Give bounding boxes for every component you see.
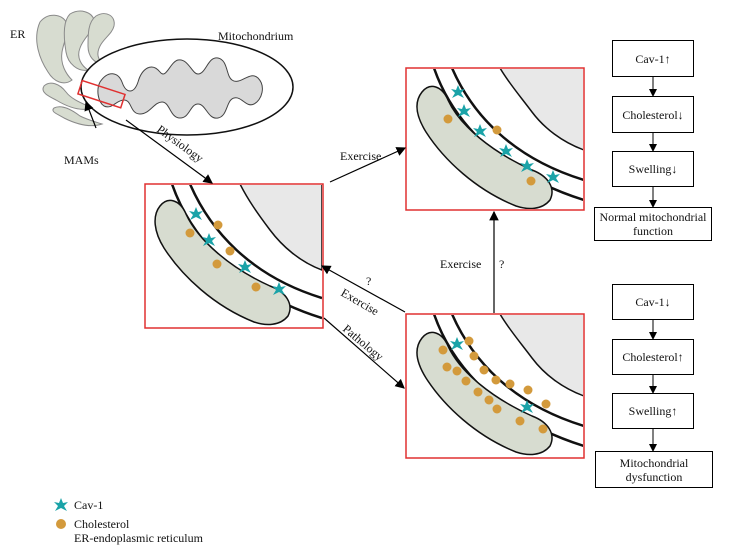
cav1-marker [238,260,252,273]
exercise-arrow-back [320,265,406,313]
cholesterol-dot [479,365,489,375]
panel-exercise [405,67,585,211]
cholesterol-dot [473,387,483,397]
cholesterol-dot [251,282,261,292]
exercise-vertical-q: ? [499,257,504,271]
cholesterol-dot [541,399,551,409]
flow-bottom-outcome: Mitochondrial dysfunction [595,451,713,488]
cav1-marker [272,282,286,295]
cholesterol-dot [461,376,471,386]
exercise-label-vertical: Exercise [440,257,481,271]
cav1-marker [499,144,513,157]
cholesterol-dot [505,379,515,389]
overview-illustration: ER Mitochondrium MAMs [10,10,294,167]
cholesterol-dot [443,114,453,124]
cholesterol-dot [212,259,222,269]
cholesterol-dot [442,362,452,372]
cholesterol-dot [526,176,536,186]
cholesterol-dot [515,416,525,426]
cholesterol-dot [438,345,448,355]
legend-cholesterol-symbol [56,519,66,529]
cav1-marker [450,337,464,350]
cav1-marker [202,233,216,246]
flow-bottom-cholesterol: Cholesterol↑ [612,339,694,375]
panel-pathology-markers [438,336,551,434]
cholesterol-dot [491,375,501,385]
er-cisternae [36,10,115,127]
pathology-arrow [323,317,405,389]
legend-cholesterol-label: Cholesterol [74,517,130,531]
connector-arrows [125,119,499,389]
panel-pathology [405,313,585,459]
cholesterol-dot [225,246,235,256]
flow-top-swelling: Swelling↓ [612,151,694,187]
legend-cav1-symbol [54,498,68,511]
cav1-marker [457,104,471,117]
exercise-q-label: ? [366,274,371,288]
cholesterol-dot [185,228,195,238]
panel-physiology [144,183,324,329]
cholesterol-dot [469,351,479,361]
cholesterol-dot [523,385,533,395]
cav1-marker [473,124,487,137]
cav1-marker [451,85,465,98]
exercise-label-top: Exercise [340,149,381,163]
cholesterol-dot [464,336,474,346]
cholesterol-dot [492,125,502,135]
mitochondrium-label: Mitochondrium [218,29,294,43]
physiology-arrow [125,119,213,184]
mams-label: MAMs [64,153,99,167]
flow-top-outcome: Normal mitochondrial function [594,207,712,241]
panel-physiology-markers [185,207,286,295]
cholesterol-dot [538,424,548,434]
pathology-label: Pathology [340,322,386,364]
cav1-marker [520,400,534,413]
er-label: ER [10,27,25,41]
cholesterol-dot [492,404,502,414]
cav1-marker [546,170,560,183]
exercise-label-mid: Exercise [339,285,382,318]
flow-top-cav1: Cav-1↑ [612,40,694,77]
mams-pointer-arrow [84,100,97,129]
cav1-marker [520,159,534,172]
flow-top-cholesterol: Cholesterol↓ [612,96,694,133]
flow-bottom-cav1: Cav-1↓ [612,284,694,320]
cholesterol-dot [213,220,223,230]
cav1-marker [189,207,203,220]
panel-exercise-markers [443,85,560,186]
cholesterol-dot [452,366,462,376]
flow-bottom-swelling: Swelling↑ [612,393,694,429]
mitochondrium-overview [80,38,294,136]
legend-cav1-label: Cav-1 [74,498,104,512]
mams-highlight-box [76,79,126,109]
cholesterol-dot [484,395,494,405]
legend-er-note: ER-endoplasmic reticulum [74,531,203,545]
exercise-arrow-top [329,147,407,183]
